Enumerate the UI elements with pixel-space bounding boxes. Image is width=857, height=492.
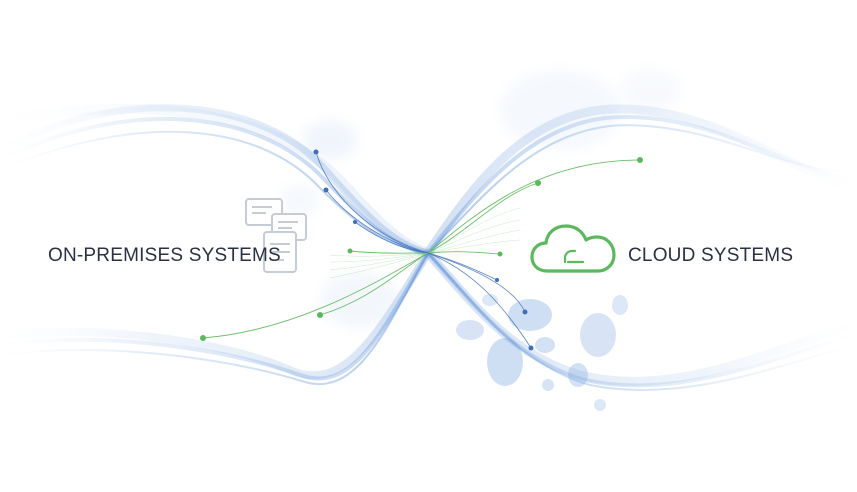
blue-nodes — [313, 149, 534, 351]
server-documents-icon — [245, 198, 307, 273]
green-data-strands — [202, 159, 641, 339]
wave-ribbon-left-lower — [0, 250, 432, 385]
wave-ribbon-right — [424, 104, 857, 256]
blue-data-strands — [315, 151, 532, 349]
on-premises-systems-label: ON-PREMISES SYSTEMS — [48, 245, 281, 266]
foreground-bubbles — [456, 294, 628, 411]
wave-ribbon-left — [0, 103, 430, 258]
wave-ribbon-right-lower — [424, 250, 857, 392]
green-strand-fan — [329, 207, 521, 279]
cloud-systems-label: CLOUD SYSTEMS — [628, 245, 794, 266]
green-nodes — [200, 157, 643, 341]
cloud-upload-icon — [530, 224, 616, 273]
